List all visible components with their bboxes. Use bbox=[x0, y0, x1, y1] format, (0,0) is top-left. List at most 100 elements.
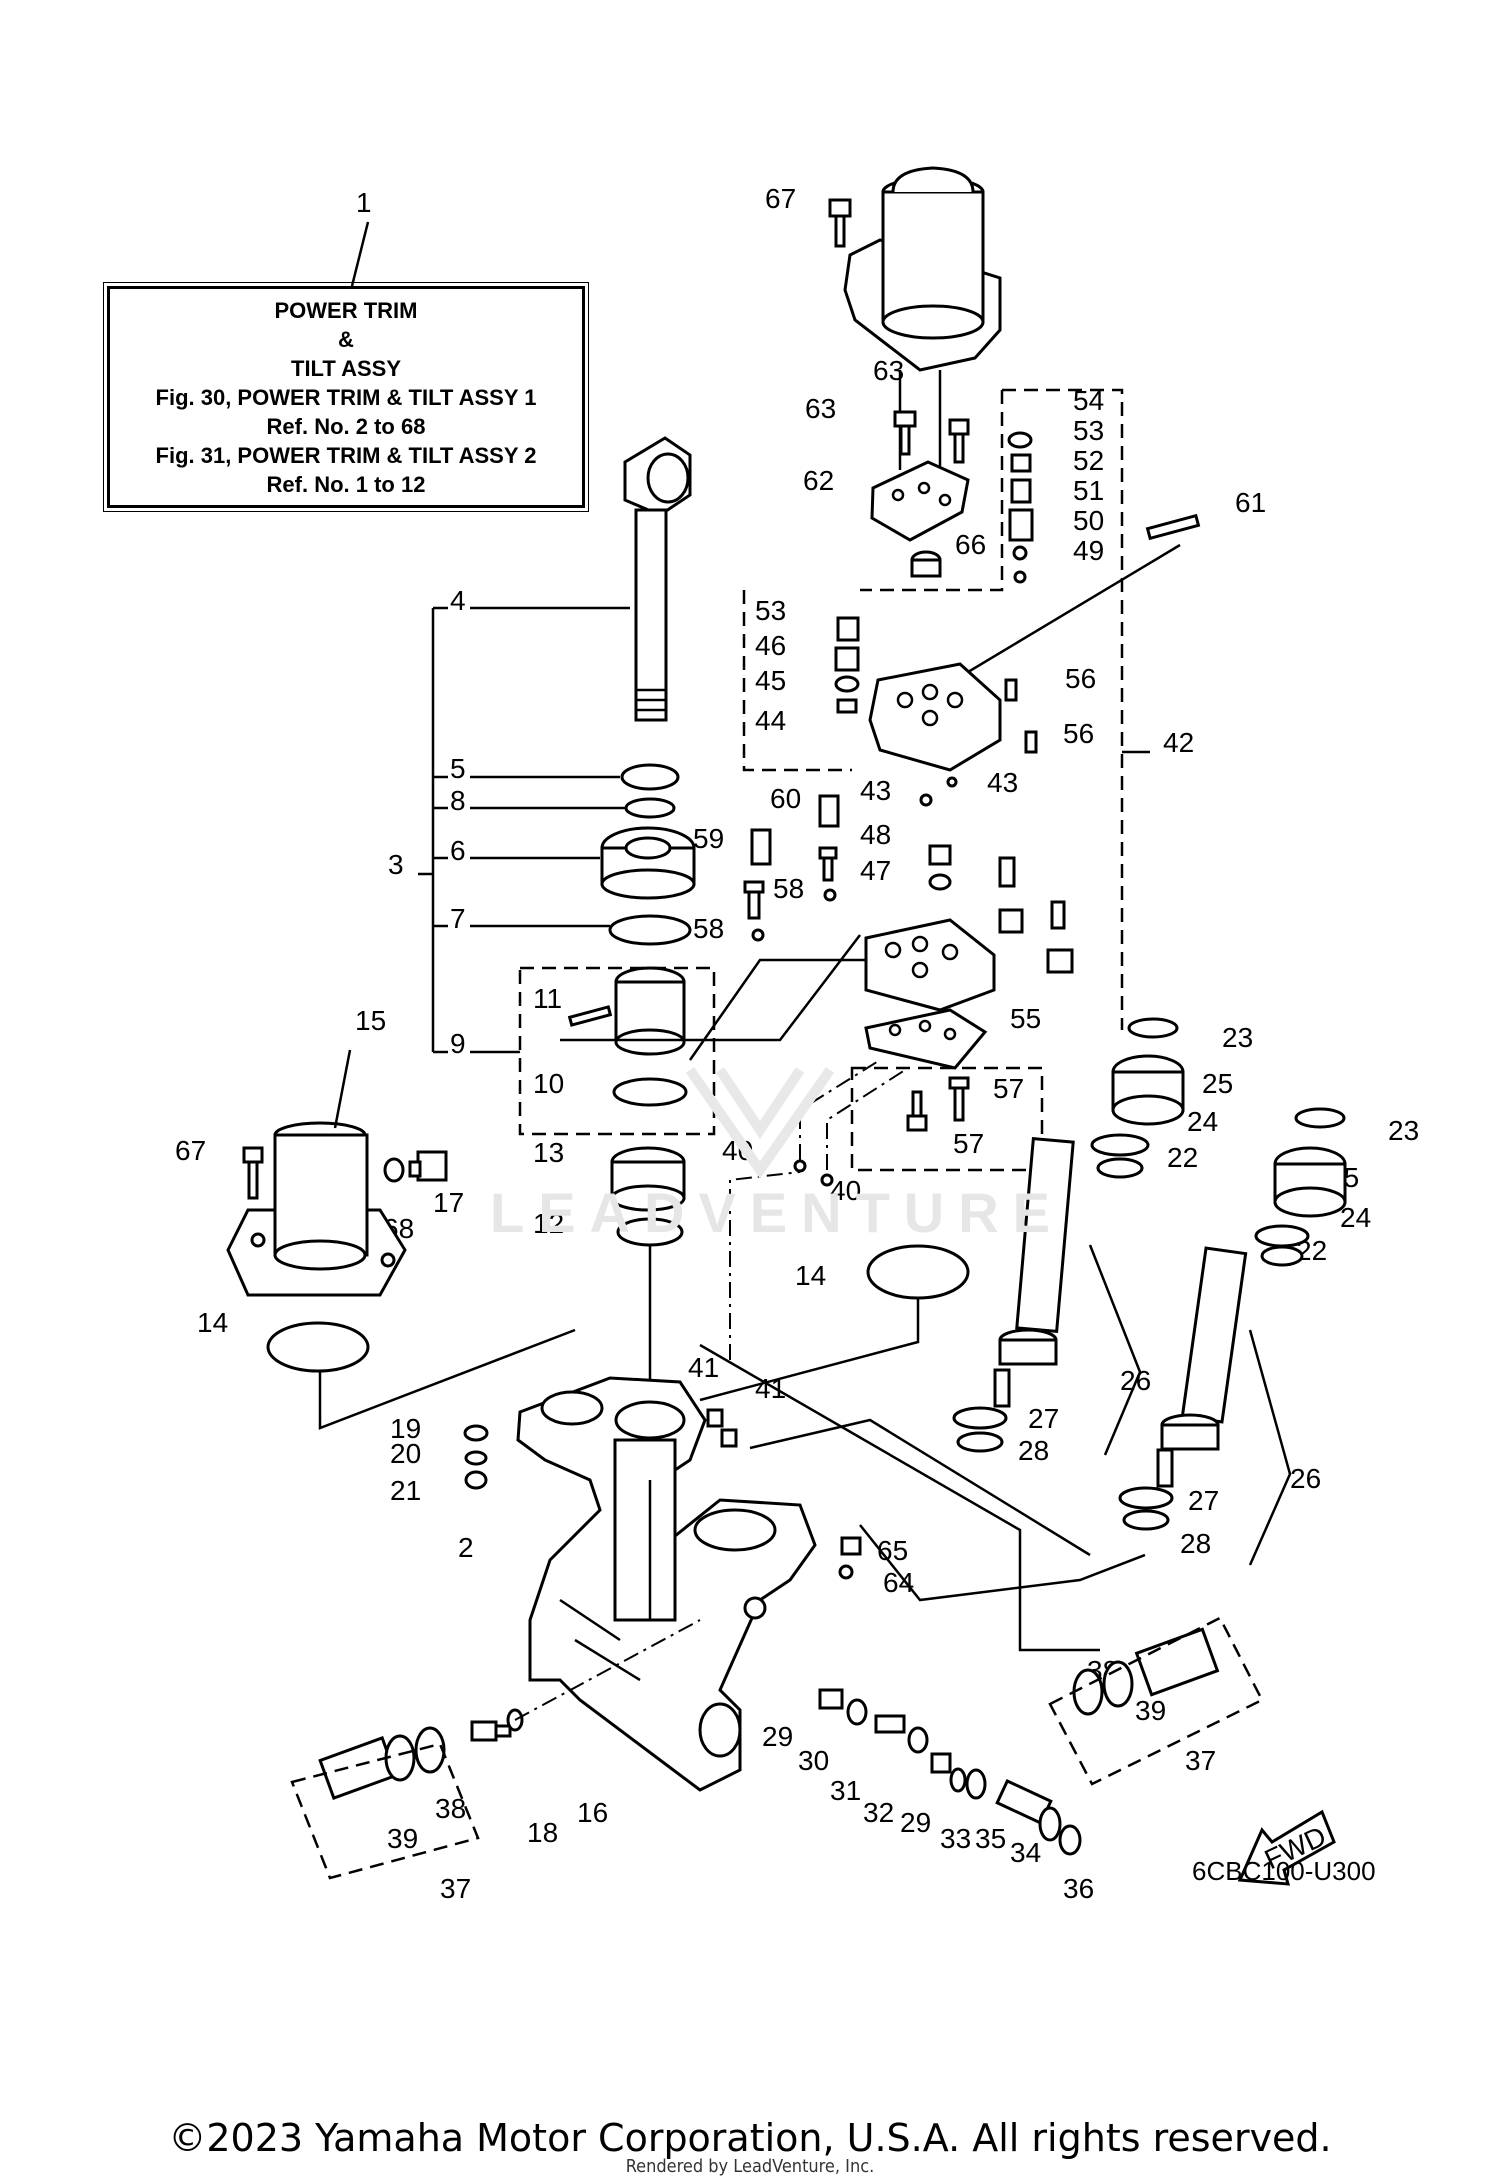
spring-stack-right bbox=[1007, 431, 1034, 584]
callout-44: 44 bbox=[755, 705, 786, 736]
copyright: ©2023 Yamaha Motor Corporation, U.S.A. A… bbox=[168, 2116, 1332, 2160]
rendered-by: Rendered by LeadVenture, Inc. bbox=[625, 2156, 875, 2177]
callout-53: 53 bbox=[1073, 415, 1104, 446]
callout-53: 53 bbox=[755, 595, 786, 626]
callout-28: 28 bbox=[1180, 1528, 1211, 1559]
callout-18: 18 bbox=[527, 1817, 558, 1848]
valve-48 bbox=[928, 844, 952, 866]
bolt-57b bbox=[906, 1090, 928, 1132]
callout-15: 15 bbox=[355, 1005, 386, 1036]
callout-17: 17 bbox=[433, 1187, 464, 1218]
callout-39: 39 bbox=[387, 1823, 418, 1854]
callout-13: 13 bbox=[533, 1137, 564, 1168]
o-ring-14-right bbox=[866, 1244, 970, 1300]
dust-seal bbox=[620, 763, 680, 791]
ball-43b bbox=[946, 776, 958, 788]
callout-16: 16 bbox=[577, 1797, 608, 1828]
bolt-57a bbox=[948, 1076, 970, 1122]
callout-note-ref: 1 bbox=[356, 187, 372, 218]
callout-26: 26 bbox=[1290, 1463, 1321, 1494]
callout-28: 28 bbox=[1018, 1435, 1049, 1466]
note-line-3: TILT ASSY bbox=[291, 355, 401, 381]
callout-58: 58 bbox=[773, 873, 804, 904]
o-ring-14-left bbox=[266, 1321, 370, 1373]
callout-49: 49 bbox=[1073, 535, 1104, 566]
screen-20 bbox=[464, 1450, 488, 1466]
watermark: LEADVENTURE bbox=[490, 1181, 1065, 1244]
callout-46: 46 bbox=[755, 630, 786, 661]
callout-57: 57 bbox=[993, 1073, 1024, 1104]
o-ring-10 bbox=[612, 1077, 688, 1107]
callout-56: 56 bbox=[1065, 663, 1096, 694]
ball-40b bbox=[820, 1173, 834, 1187]
circlip-36 bbox=[1058, 1824, 1082, 1856]
valve-block bbox=[864, 918, 996, 1012]
callout-37: 37 bbox=[440, 1873, 471, 1904]
callout-42: 42 bbox=[1163, 727, 1194, 758]
screw-67-left bbox=[242, 1146, 264, 1200]
callout-39: 39 bbox=[1135, 1695, 1166, 1726]
plate-62 bbox=[870, 460, 970, 542]
tilt-rod bbox=[623, 436, 692, 722]
callout-33: 33 bbox=[940, 1823, 971, 1854]
callout-22: 22 bbox=[1167, 1142, 1198, 1173]
callout-41: 41 bbox=[688, 1352, 719, 1383]
callout-29: 29 bbox=[900, 1807, 931, 1838]
callout-5: 5 bbox=[450, 753, 466, 784]
pin-56a bbox=[1004, 678, 1018, 702]
callout-9: 9 bbox=[450, 1028, 466, 1059]
callout-43: 43 bbox=[860, 775, 891, 806]
valve-41b bbox=[720, 1428, 738, 1448]
note-box: POWER TRIM & TILT ASSY Fig. 30, POWER TR… bbox=[103, 282, 589, 512]
callout-25: 25 bbox=[1202, 1068, 1233, 1099]
callout-14: 14 bbox=[197, 1307, 228, 1338]
callout-8: 8 bbox=[450, 785, 466, 816]
callout-6: 6 bbox=[450, 835, 466, 866]
o-ring-8 bbox=[624, 797, 676, 819]
spring-59 bbox=[750, 828, 772, 866]
callout-65: 65 bbox=[877, 1535, 908, 1566]
callout-48: 48 bbox=[860, 819, 891, 850]
spring-60 bbox=[818, 794, 840, 828]
note-line-7: Ref. No. 1 to 12 bbox=[266, 471, 426, 497]
pin-58a bbox=[743, 880, 765, 920]
check-valve-18 bbox=[470, 1720, 512, 1742]
callout-21: 21 bbox=[390, 1475, 421, 1506]
piston bbox=[614, 966, 686, 1056]
callout-12: 12 bbox=[533, 1208, 564, 1239]
note-line-2: & bbox=[338, 326, 354, 352]
note-line-6: Fig. 31, POWER TRIM & TILT ASSY 2 bbox=[155, 442, 537, 468]
callout-62: 62 bbox=[803, 465, 834, 496]
callout-67: 67 bbox=[175, 1135, 206, 1166]
pin-11 bbox=[567, 1005, 613, 1027]
callout-56: 56 bbox=[1063, 718, 1094, 749]
callout-43: 43 bbox=[987, 767, 1018, 798]
callout-23: 23 bbox=[1388, 1115, 1419, 1146]
callout-67: 67 bbox=[765, 183, 796, 214]
spring-stack-left bbox=[834, 616, 860, 714]
callout-10: 10 bbox=[533, 1068, 564, 1099]
callout-61: 61 bbox=[1235, 487, 1266, 518]
callout-24: 24 bbox=[1187, 1106, 1218, 1137]
bolt-63a bbox=[893, 410, 917, 456]
callout-29: 29 bbox=[762, 1721, 793, 1752]
cylinder-cap bbox=[600, 826, 696, 900]
o-ring-68 bbox=[383, 1157, 405, 1183]
valve-train bbox=[818, 1688, 987, 1800]
callout-36: 36 bbox=[1063, 1873, 1094, 1904]
callout-20: 20 bbox=[390, 1438, 421, 1469]
callout-57: 57 bbox=[953, 1128, 984, 1159]
plug-17 bbox=[408, 1150, 448, 1182]
callout-31: 31 bbox=[830, 1775, 861, 1806]
reservoir bbox=[226, 1121, 407, 1297]
callout-47: 47 bbox=[860, 855, 891, 886]
watermark-logo-icon bbox=[685, 1067, 835, 1179]
callout-14: 14 bbox=[795, 1260, 826, 1291]
callout-30: 30 bbox=[798, 1745, 829, 1776]
callout-7: 7 bbox=[450, 903, 466, 934]
callout-11: 11 bbox=[533, 983, 562, 1014]
manual-valve-left bbox=[318, 1726, 446, 1801]
callout-37: 37 bbox=[1185, 1745, 1216, 1776]
